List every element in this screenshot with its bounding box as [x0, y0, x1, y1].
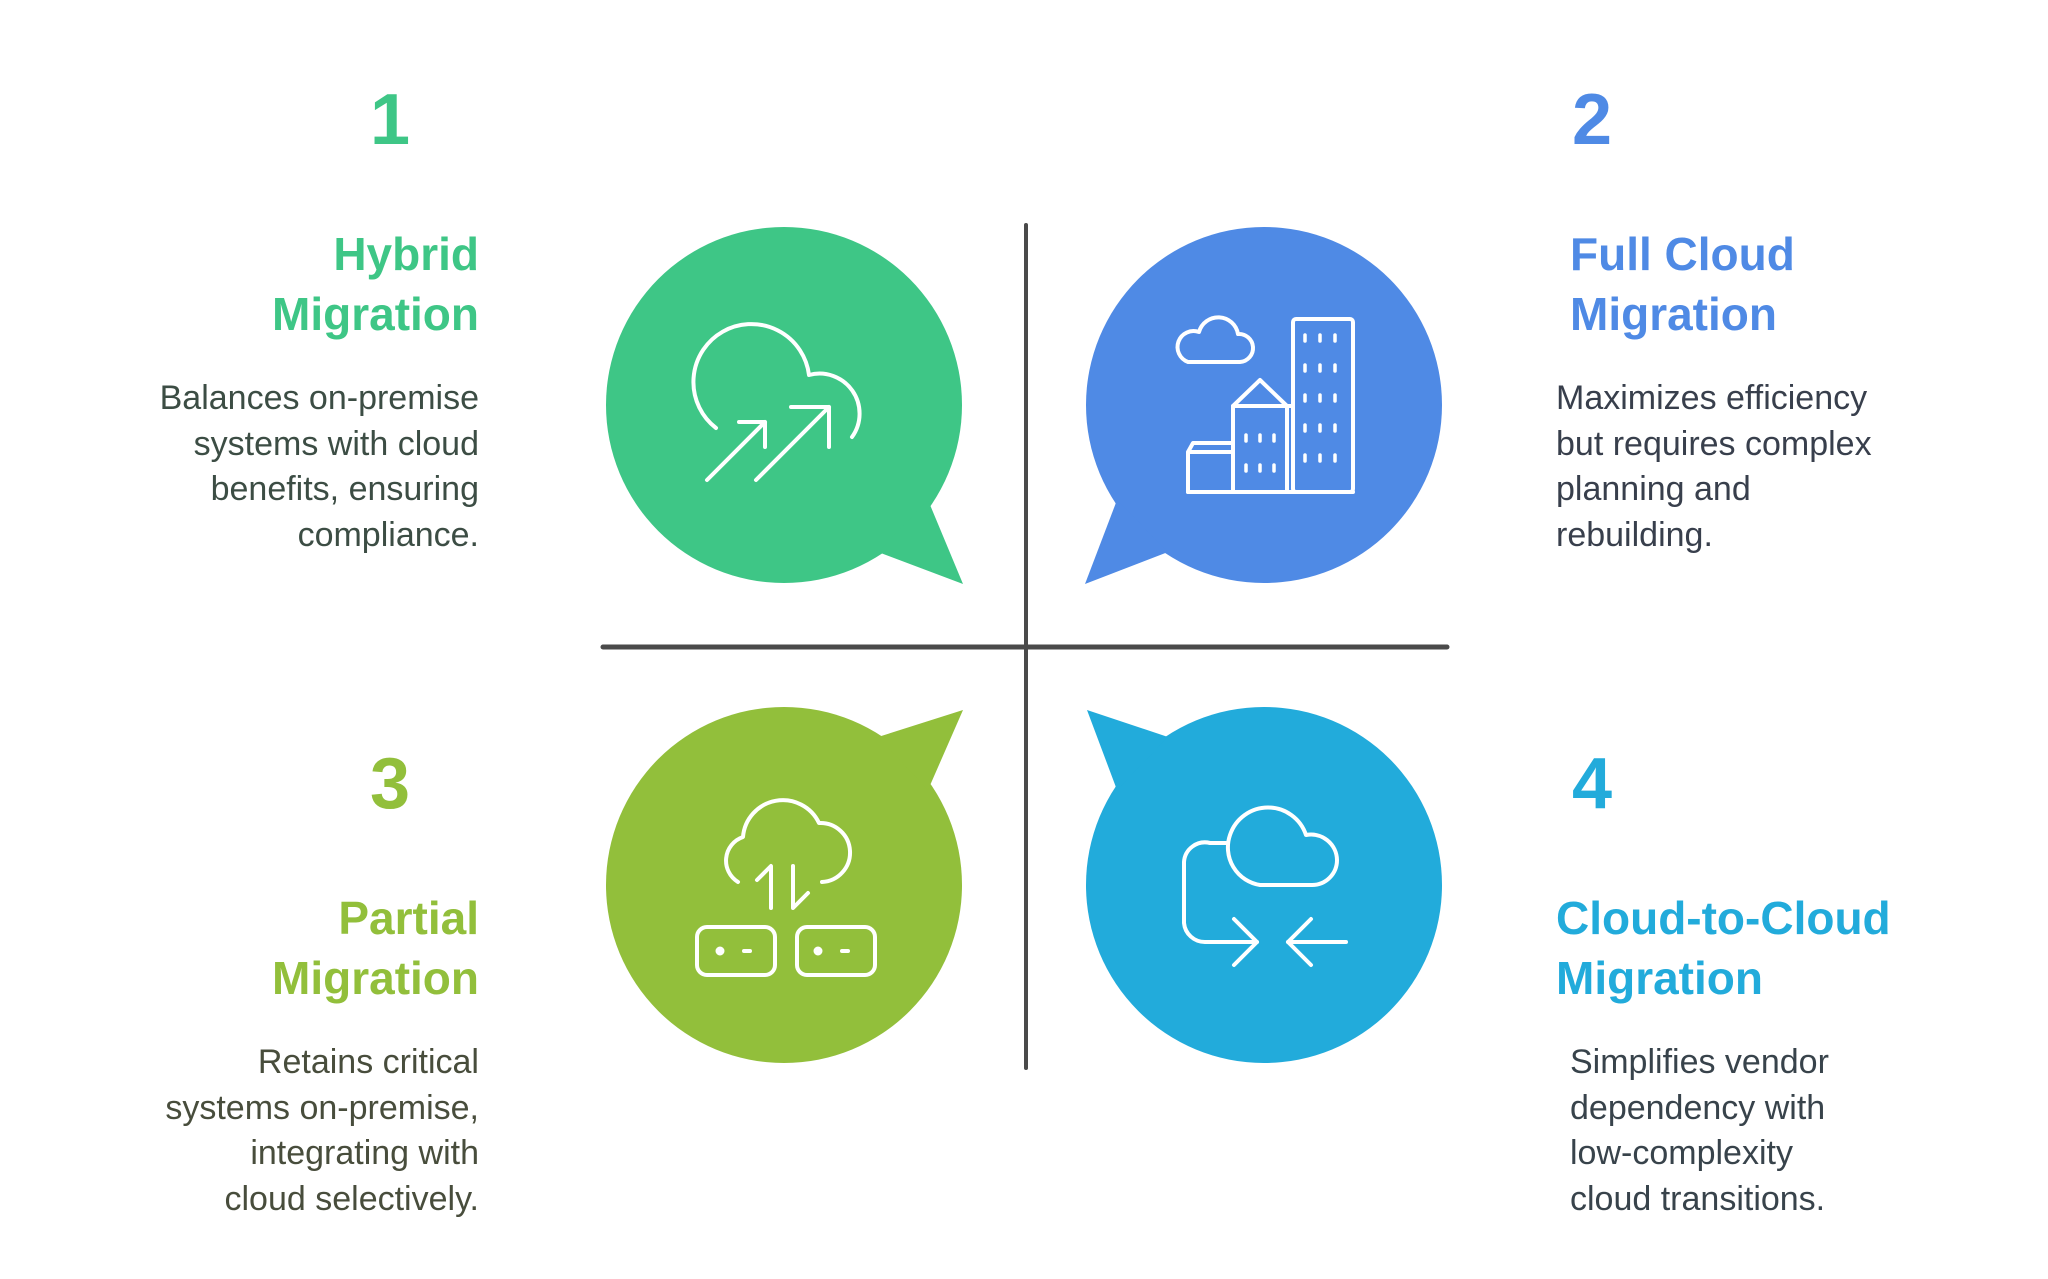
quadrant-1-title: Hybrid Migration: [272, 224, 479, 344]
quadrant-2-description-line: rebuilding.: [1556, 515, 1713, 554]
quadrant-1-description-line: Balances on-premise: [159, 379, 479, 417]
city-buildings-cloud-icon: [1175, 315, 1355, 494]
quadrant-3-title-line: Partial: [338, 892, 479, 944]
quadrant-3-description-line: Retains critical: [257, 1043, 479, 1081]
quadrant-4-number: 4: [1572, 744, 1613, 824]
quadrant-3-description-line: integrating with: [250, 1134, 479, 1172]
quadrant-3-title-line: Migration: [272, 952, 479, 1004]
quadrant-1-title-line: Hybrid: [333, 228, 479, 280]
quadrant-4-description-line: cloud transitions.: [1570, 1179, 1826, 1218]
cloud-with-arrows-icon: [691, 322, 862, 482]
quadrant-2-title: Full Cloud Migration: [1570, 224, 1795, 344]
quadrant-2-number: 2: [1572, 80, 1613, 160]
quadrant-2-description-line: Maximizes efficiency: [1556, 379, 1868, 417]
quadrant-1-title-line: Migration: [272, 288, 479, 340]
quadrant-1-number: 1: [370, 80, 411, 160]
bubble-hybrid-migration: [606, 227, 963, 584]
quadrant-3-description-line: systems on-premise,: [165, 1088, 479, 1127]
bubble-cloud-to-cloud-migration: [1086, 707, 1442, 1063]
quadrant-2-title-line: Migration: [1570, 288, 1777, 340]
quadrant-4-title-line: Cloud-to-Cloud: [1556, 892, 1891, 944]
quadrant-4-description-line: dependency with: [1570, 1088, 1826, 1127]
quadrant-1-description-line: benefits, ensuring: [210, 470, 479, 508]
quadrant-4-description-line: Simplifies vendor: [1570, 1043, 1829, 1081]
quadrant-3-title: Partial Migration: [272, 888, 479, 1008]
quadrant-3-description: Retains critical systems on-premise, int…: [165, 1040, 479, 1222]
quadrant-4-description: Simplifies vendor dependency with low-co…: [1570, 1040, 1829, 1222]
quadrant-4-title: Cloud-to-Cloud Migration: [1556, 888, 1891, 1008]
quadrant-4-description-line: low-complexity: [1570, 1134, 1793, 1172]
bubble-full-cloud-migration: [1085, 227, 1442, 584]
quadrant-4-title-line: Migration: [1556, 952, 1763, 1004]
cloud-transfer-arrows-icon: [1182, 805, 1348, 967]
quadrant-2-description: Maximizes efficiency but requires comple…: [1556, 376, 1872, 558]
cloud-sync-servers-icon: [695, 798, 877, 977]
quadrant-1-description-line: compliance.: [297, 515, 479, 554]
quadrant-2-title-line: Full Cloud: [1570, 228, 1795, 280]
bubble-partial-migration: [606, 707, 963, 1063]
quadrant-1-description: Balances on-premise systems with cloud b…: [160, 376, 479, 558]
quadrant-1-description-line: systems with cloud: [193, 424, 479, 463]
quadrant-3-number: 3: [370, 744, 411, 824]
quadrant-2-description-line: but requires complex: [1556, 424, 1872, 463]
quadrant-3-description-line: cloud selectively.: [224, 1179, 480, 1218]
quadrant-2-description-line: planning and: [1556, 470, 1751, 508]
